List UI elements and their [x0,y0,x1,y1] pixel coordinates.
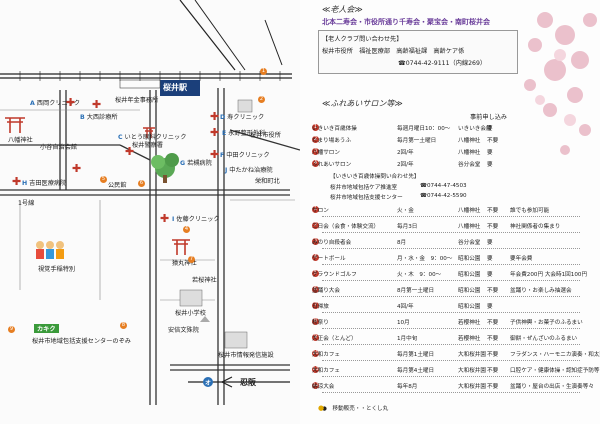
seniors-orgs: 北本二寿会・市役所通り千寿会・聚宝会・南町桜井会 [322,18,490,26]
hospital-cross-icon: ✚ [210,148,220,161]
clinic-label-h: H 吉田医療病院 [22,180,67,187]
club-phone: ☎0744-42-9111（内線269） [398,60,487,67]
col-header-required: 事前申し込み [470,114,508,121]
station-box [160,80,200,96]
hospital-cross-icon: ✚ [72,162,82,175]
torii-icon [5,117,25,133]
row-divider [322,296,580,297]
club-contacts: 桜井市役所 福祉医療部 高齢福祉課 高齢ケア係 [322,48,465,55]
map-badge: 7 [188,256,195,263]
iki-note-title: 【いきいき百歳体操問い合わせ先】 [330,174,420,180]
map-badge: 2 [258,96,265,103]
kanji-badge: カキク [34,324,59,333]
area-map: 桜井駅 A 西岡クリニック B 大西診療所 C いとう眼科クリニック D 寿クリ… [0,0,301,424]
place-label: 1号線 [18,200,35,207]
station-label: 桜井駅 [163,83,187,92]
map-badge: 5 [100,176,107,183]
footer-note: ● 移動販売・・とくし丸 [322,406,389,412]
row-divider [322,392,580,393]
row-divider [322,344,580,345]
place-label: 桜井市情報発信施設 [218,352,274,359]
hospital-cross-icon: ✚ [125,145,135,158]
map-badge: 9 [8,326,15,333]
iki-phone1: ☎0744-47-4503 [420,183,467,189]
club-note-title: 【老人クラブ問い合わせ先】 [322,36,403,43]
clinic-label-c: C いとう眼科クリニック [118,134,187,141]
row-divider [322,376,580,377]
place-label: 安倍文殊院 [168,327,199,334]
hospital-cross-icon: ✚ [210,126,220,139]
iki-phone2: ☎0744-42-5590 [420,193,467,199]
map-badge: 8 [120,322,127,329]
sakura-illustration [524,12,597,155]
club-contact-box [318,30,518,74]
clinic-label-b: B 大西診療所 [80,114,118,121]
clinic-label-a: A 西岡クリニック [30,100,81,107]
section-title-seniors: ≪老人会≫ [322,5,363,14]
place-label: 若桜神社 [192,277,217,284]
clinic-label-d: D 寿クリニック [220,114,265,121]
tree-icon [151,153,179,183]
row-divider [322,312,580,313]
place-label: 視覚手稲特別 [38,266,76,273]
place-label: 桜井小学校 [175,310,206,317]
map-badge: 4 [183,226,190,233]
place-label: 八幡神社 [8,137,33,144]
map-badge: 1 [260,68,267,75]
row-divider [322,232,580,233]
hospital-cross-icon: ✚ [12,175,22,188]
clinic-label-f: F 中田クリニック [220,152,270,159]
clinic-label-i: I 佐藤クリニック [172,216,220,223]
clinic-label-j: J 中たかね治療院 [225,167,273,174]
row-divider [322,248,580,249]
row-divider [322,328,580,329]
clinic-label-g: G 若槻病院 [180,160,212,167]
place-label: 桜井年金事務所 [115,97,159,104]
clinic-label-e: E 永野整形外科 [222,130,266,137]
dot-icon: ● [318,404,325,412]
hospital-cross-icon: ✚ [160,212,170,225]
map-svg [0,0,301,424]
place-label: 桜井警察署 [132,142,163,149]
destination-label: 忍阪 [240,378,256,387]
hospital-cross-icon: ✚ [210,110,220,123]
iki-contact1: 桜井市地域包括ケア推進室 [330,185,398,191]
row-divider [322,264,580,265]
map-badge: 6 [138,180,145,187]
place-label: 桜井市地域包括支援センターのぞみ [32,338,131,345]
place-label: 桜井市役所 [250,132,281,139]
place-label: 公民館 [108,182,127,189]
route-letter: オ [205,380,212,387]
row-divider [322,280,580,281]
children-illustration [36,241,64,259]
place-label: 小谷自治会館 [40,144,78,151]
row-divider [322,216,580,217]
place-label: 猿丸神社 [172,260,197,267]
iki-contact2: 桜井市地域包括支援センター [330,195,403,201]
hospital-cross-icon: ✚ [92,98,102,111]
place-label: 栄和町北 [255,178,280,185]
hospital-cross-icon: ✚ [66,96,76,109]
row-divider [322,360,580,361]
section-title-salon: ≪ふれあいサロン等≫ [322,99,403,108]
